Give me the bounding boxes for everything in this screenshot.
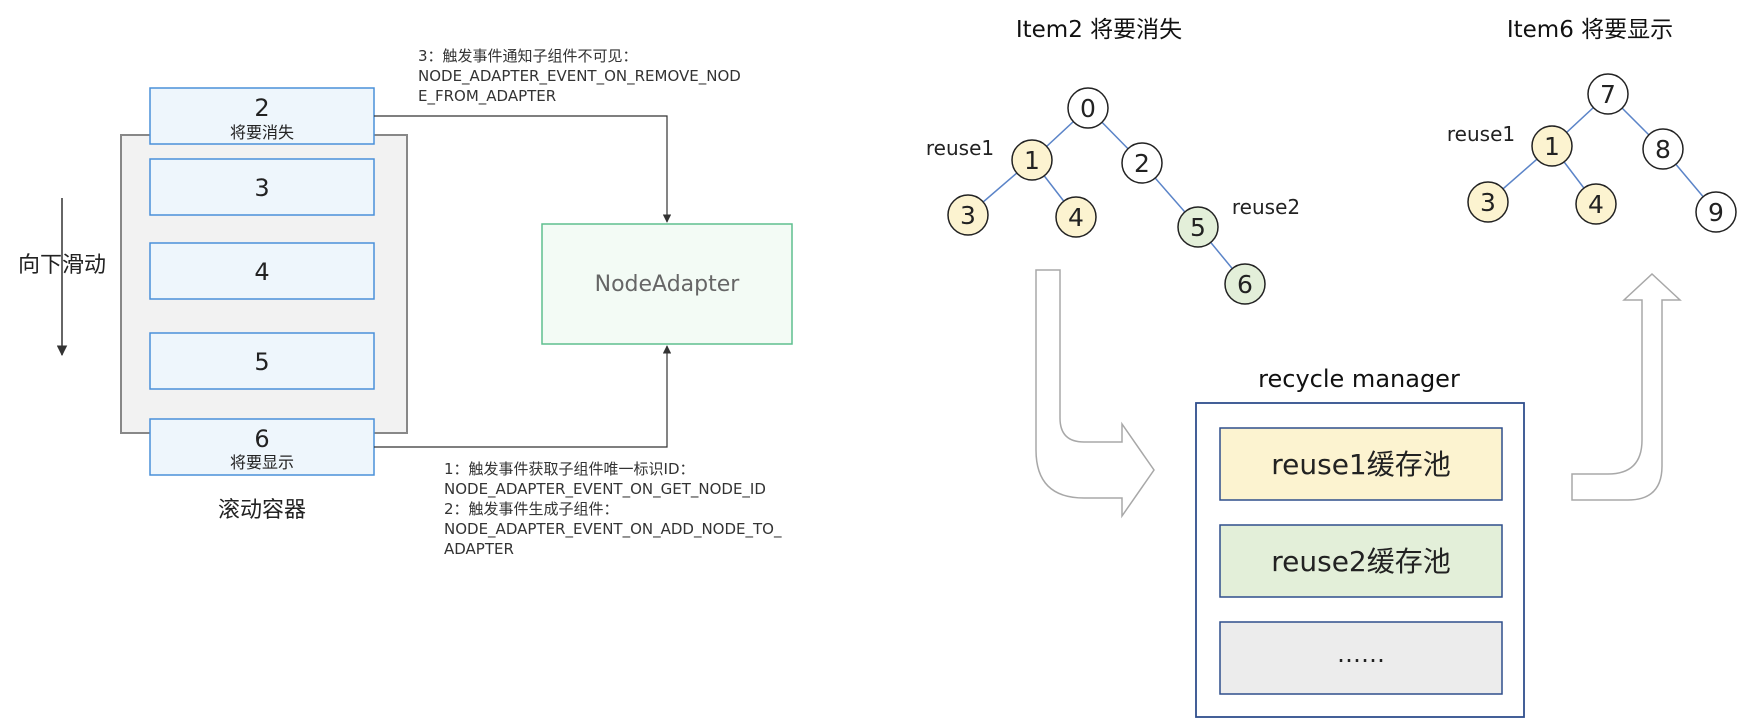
pool-label: reuse2缓存池 [1271, 545, 1451, 578]
svg-text:4: 4 [1588, 190, 1604, 219]
tree1-node-3: 3 [947, 194, 989, 236]
pool-label: reuse1缓存池 [1271, 448, 1451, 481]
svg-text:6: 6 [1237, 270, 1253, 299]
svg-text:0: 0 [1080, 94, 1096, 123]
list-item-number: 4 [254, 258, 269, 286]
reuse1-label-tree2: reuse1 [1447, 122, 1515, 146]
list-item-status: 将要显示 [230, 453, 294, 472]
list-item-status: 将要消失 [230, 123, 294, 142]
list-item-5: 5 [149, 332, 375, 390]
tree2-node-3: 3 [1467, 181, 1509, 223]
tree1-node-0: 0 [1067, 87, 1109, 129]
list-item-3: 3 [149, 158, 375, 216]
reuse-flow-arrow [1571, 272, 1682, 501]
list-item-number: 3 [254, 174, 269, 202]
add-event-arrow [374, 345, 672, 448]
tree2-node-1: 1 [1531, 125, 1573, 167]
tree1-node-5: 5 [1177, 206, 1219, 248]
svg-text:3: 3 [1480, 188, 1496, 217]
note-line: 2：触发事件生成子组件： [444, 500, 619, 518]
tree2-node-7: 7 [1587, 73, 1629, 115]
note-line: NODE_ADAPTER_EVENT_ON_ADD_NODE_TO_ [444, 520, 782, 539]
node-adapter-label: NodeAdapter [595, 272, 741, 297]
tree1-node-2: 2 [1121, 142, 1163, 184]
other-pool: …… [1219, 621, 1503, 695]
remove-event-arrow [374, 115, 672, 223]
note-line: E_FROM_ADAPTER [418, 87, 556, 106]
reuse1-label: reuse1 [926, 136, 994, 160]
note-line: NODE_ADAPTER_EVENT_ON_REMOVE_NOD [418, 67, 741, 86]
svg-text:1: 1 [1544, 132, 1560, 161]
tree1-node-4: 4 [1055, 196, 1097, 238]
svg-text:1: 1 [1024, 146, 1040, 175]
list-item-2: 2 将要消失 [149, 87, 375, 145]
scroll-direction-label: 向下滑动 [18, 253, 106, 278]
tree2-node-9: 9 [1695, 191, 1737, 233]
svg-text:2: 2 [1134, 149, 1150, 178]
remove-event-note: 3：触发事件通知子组件不可见： NODE_ADAPTER_EVENT_ON_RE… [418, 47, 741, 106]
tree2-node-8: 8 [1642, 128, 1684, 170]
note-line: 1：触发事件获取子组件唯一标识ID： [444, 460, 695, 478]
list-item-number: 2 [254, 94, 269, 122]
recycle-manager-title: recycle manager [1258, 365, 1460, 393]
add-event-note: 1：触发事件获取子组件唯一标识ID： NODE_ADAPTER_EVENT_ON… [444, 460, 782, 558]
tree2-title: Item6 将要显示 [1507, 17, 1673, 43]
list-item-6: 6 将要显示 [149, 418, 375, 476]
tree1-node-6: 6 [1224, 263, 1266, 305]
svg-text:5: 5 [1190, 213, 1206, 242]
note-line: ADAPTER [444, 540, 514, 558]
recycle-flow-arrow [1035, 269, 1155, 519]
note-line: 3：触发事件通知子组件不可见： [418, 47, 638, 65]
list-item-number: 5 [254, 348, 269, 376]
tree1-title: Item2 将要消失 [1016, 17, 1182, 43]
svg-text:7: 7 [1600, 80, 1616, 109]
tree1-node-1: 1 [1011, 139, 1053, 181]
tree1-edges [967, 107, 1246, 285]
svg-text:8: 8 [1655, 135, 1671, 164]
node-adapter-box [541, 223, 793, 345]
reuse1-pool: reuse1缓存池 [1219, 427, 1503, 501]
note-line: NODE_ADAPTER_EVENT_ON_GET_NODE_ID [444, 480, 766, 499]
list-item-4: 4 [149, 242, 375, 300]
pool-label: …… [1337, 640, 1385, 668]
list-item-number: 6 [254, 425, 269, 453]
tree2-node-4: 4 [1575, 183, 1617, 225]
reuse2-label: reuse2 [1232, 195, 1300, 219]
svg-text:3: 3 [960, 201, 976, 230]
svg-text:4: 4 [1068, 203, 1084, 232]
container-label: 滚动容器 [218, 498, 306, 523]
svg-text:9: 9 [1708, 198, 1724, 227]
reuse2-pool: reuse2缓存池 [1219, 524, 1503, 598]
